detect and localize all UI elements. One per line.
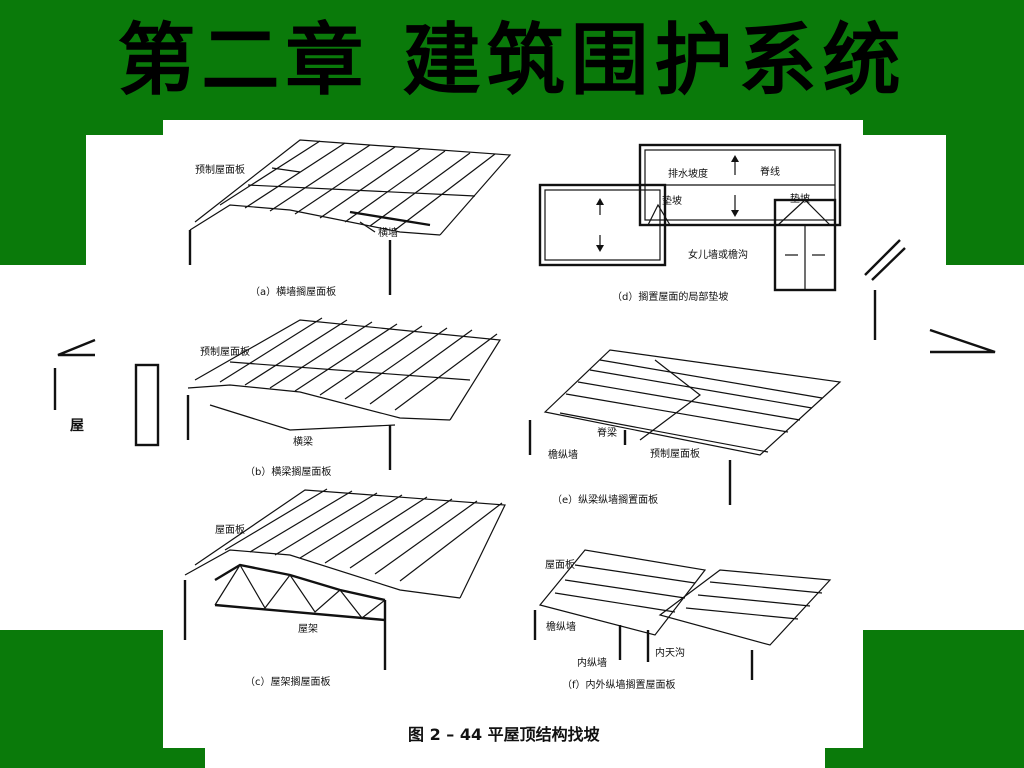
panel-d-caption: （d）搁置屋面的局部垫坡: [612, 290, 728, 303]
panel-c-label-slab: 屋面板: [215, 523, 245, 536]
panel-e-label-ridge-beam: 脊梁: [597, 426, 617, 439]
panel-e: 脊梁 檐纵墙 预制屋面板 （e）纵梁纵墙搁置面板: [528, 349, 842, 506]
panel-c-truss: [214, 563, 386, 622]
panel-f-label-gutter: 内天沟: [655, 646, 685, 659]
panel-a-slab-lines: [219, 140, 496, 231]
panel-c-slab-lines: [224, 488, 503, 582]
panel-b-slab-lines: [219, 317, 498, 411]
panel-b-roof-underside: [187, 384, 451, 421]
panel-d-label-parapet: 女儿墙或檐沟: [688, 248, 748, 261]
panel-b: 预制屋面板 横梁 （b）横梁搁屋面板: [186, 317, 502, 478]
panel-f: 屋面板 檐纵墙 内纵墙 内天沟 （f）内外纵墙搁置屋面板: [533, 549, 832, 691]
panel-a-label-slab: 预制屋面板: [195, 163, 245, 176]
panel-d-label-drain: 排水坡度: [668, 167, 708, 180]
panel-c-roof-underside: [184, 549, 461, 599]
fragment-right-hatch-1: [864, 239, 901, 276]
fragment-left-wedge: [57, 338, 96, 357]
panel-c-roof-outline: [194, 489, 506, 599]
panel-a-leader-slab: [271, 167, 301, 173]
panel-a-roof-outline: [194, 139, 512, 236]
panel-b-beam: [209, 404, 396, 431]
panel-f-label-eave-wall: 檐纵墙: [546, 620, 576, 633]
panel-e-caption: （e）纵梁纵墙搁置面板: [552, 493, 658, 506]
page-title: 第二章 建筑围护系统: [117, 15, 907, 106]
panel-f-caption: （f）内外纵墙搁置屋面板: [562, 678, 676, 691]
panel-d: 排水坡度 脊线 垫坡 垫坡 女儿墙或檐沟 （d）搁置屋面的局部垫坡: [538, 143, 842, 303]
panel-a-roof-underside: [189, 204, 441, 236]
panel-b-caption: （b）横梁搁屋面板: [245, 465, 331, 478]
fragment-right-hatch-2: [871, 247, 906, 281]
panel-e-slab-outline: [543, 349, 842, 456]
panel-e-label-slab: 预制屋面板: [650, 447, 700, 460]
panel-d-label-ridge: 脊线: [760, 165, 780, 178]
figure-caption: 图 2 – 44 平屋顶结构找坡: [408, 725, 601, 744]
fragment-left-label: 屋: [70, 418, 84, 434]
fragment-left-column: [134, 363, 160, 447]
panel-a-caption: （a）横墙搁屋面板: [250, 285, 336, 298]
panel-f-right-slab: [658, 569, 832, 646]
panel-a: 预制屋面板 横墙 （a）横墙搁屋面板: [188, 139, 512, 298]
panel-c-caption: （c）屋架搁屋面板: [245, 675, 331, 688]
fragment-right-wedge: [929, 328, 996, 354]
panel-d-pad-left: [647, 203, 671, 226]
panel-f-label-inner-wall: 内纵墙: [577, 656, 607, 669]
panel-b-roof-outline: [194, 319, 502, 421]
panel-c: 屋面板 屋架 （c）屋架搁屋面板: [183, 488, 506, 688]
panel-c-label-truss: 屋架: [298, 623, 318, 635]
panel-e-ridge: [639, 359, 701, 441]
panel-d-top-block: [638, 143, 842, 227]
panel-b-label-beam: 横梁: [293, 435, 313, 448]
panel-e-label-eave-wall: 檐纵墙: [548, 448, 578, 461]
panel-e-slab-line-1: [599, 359, 823, 399]
panel-a-cross-wall: [349, 210, 431, 227]
panel-f-left-slab: [538, 549, 707, 636]
panel-d-label-pad-left: 垫坡: [662, 194, 682, 207]
panel-b-label-slab: 预制屋面板: [200, 345, 250, 358]
panel-d-pad-right: [777, 199, 831, 226]
panel-a-leader-wall: [359, 221, 376, 233]
panel-a-label-wall: 横墙: [378, 226, 398, 239]
panel-d-label-pad-right: 垫坡: [790, 192, 810, 205]
panel-f-label-slab: 屋面板: [545, 558, 575, 571]
